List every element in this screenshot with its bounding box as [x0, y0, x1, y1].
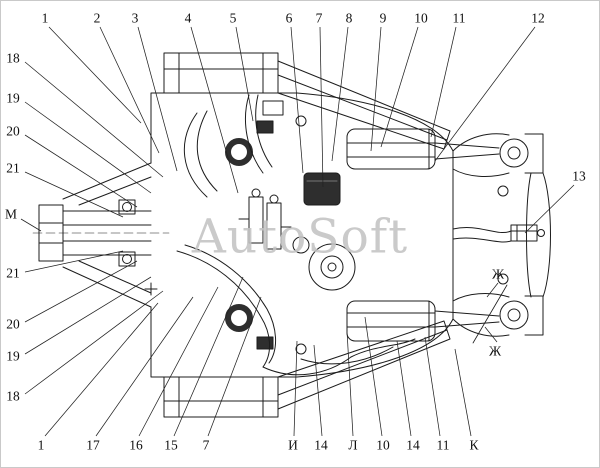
callout-14: 14: [314, 437, 328, 453]
callout-18: 18: [6, 50, 20, 66]
callout-14: 14: [406, 437, 420, 453]
callout-12: 12: [531, 10, 545, 26]
callout-11: 11: [452, 10, 466, 26]
callout-7: 7: [315, 10, 323, 26]
callout-8: 8: [345, 10, 353, 26]
callout-13: 13: [572, 168, 586, 184]
callout-11: 11: [436, 437, 450, 453]
callout-19: 19: [6, 348, 20, 364]
callout-4: 4: [184, 10, 192, 26]
callout-Ж: Ж: [491, 266, 505, 282]
callout-16: 16: [129, 437, 143, 453]
callout-1: 1: [41, 10, 49, 26]
callout-Л: Л: [348, 437, 358, 453]
callout-17: 17: [86, 437, 100, 453]
callout-7: 7: [202, 437, 210, 453]
callout-21: 21: [6, 265, 20, 281]
callout-15: 15: [164, 437, 178, 453]
callout-М: М: [4, 206, 18, 222]
callout-18: 18: [6, 388, 20, 404]
callout-10: 10: [376, 437, 390, 453]
callout-20: 20: [6, 123, 20, 139]
callout-21: 21: [6, 160, 20, 176]
callout-2: 2: [93, 10, 101, 26]
callout-20: 20: [6, 316, 20, 332]
callout-10: 10: [414, 10, 428, 26]
callout-6: 6: [285, 10, 293, 26]
callout-И: И: [288, 437, 298, 453]
callout-К: К: [469, 437, 479, 453]
callout-3: 3: [131, 10, 139, 26]
callout-Ж: Ж: [488, 343, 502, 359]
callout-5: 5: [229, 10, 237, 26]
callout-9: 9: [379, 10, 387, 26]
callout-1: 1: [37, 437, 45, 453]
callout-19: 19: [6, 90, 20, 106]
